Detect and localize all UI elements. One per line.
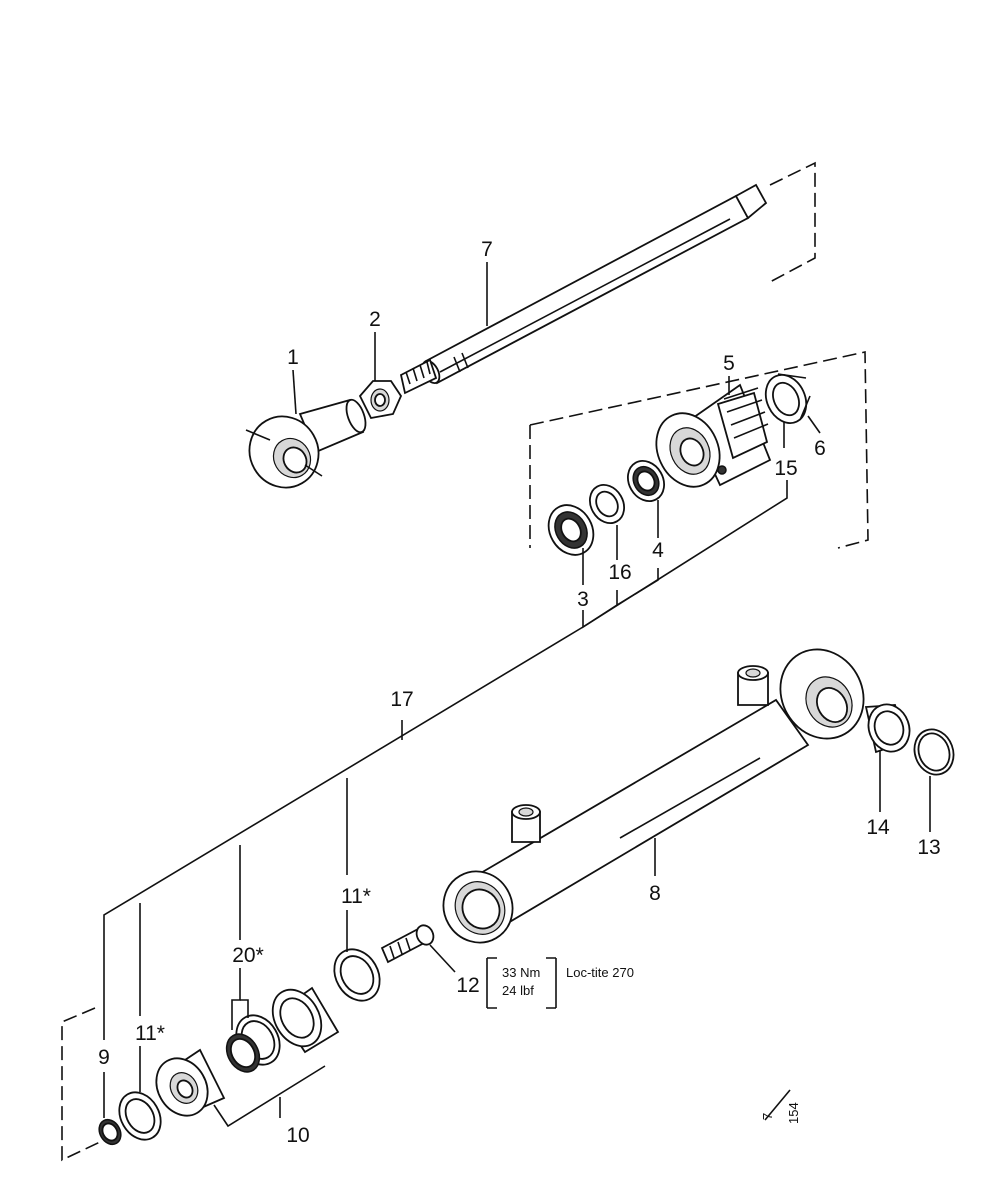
- torque-spec: 33 Nm 24 lbf Loc-tite 270: [502, 965, 634, 998]
- leader-lines: [103, 262, 931, 1128]
- kit-bracket-lower: [61, 1007, 101, 1162]
- label-17: 17: [390, 688, 413, 711]
- cylinder-tube: [442, 648, 865, 944]
- seal-group-lower: [98, 948, 381, 1146]
- rod-guide: [655, 383, 772, 488]
- label-4: 4: [652, 539, 664, 562]
- label-8: 8: [649, 882, 661, 905]
- label-9: 9: [98, 1046, 110, 1069]
- rod-bracket: [769, 161, 816, 283]
- label-10: 10: [286, 1124, 309, 1147]
- label-13: 13: [917, 836, 940, 859]
- wiper-seal: [764, 373, 811, 424]
- torque-nm: 33 Nm: [502, 965, 540, 980]
- figure-number: 7 154: [760, 1102, 801, 1124]
- label-20: 20*: [232, 944, 264, 967]
- label-6: 6: [814, 437, 826, 460]
- adhesive-note: Loc-tite 270: [566, 965, 634, 980]
- piston-rod: [399, 183, 768, 395]
- label-5: 5: [723, 352, 735, 375]
- label-1: 1: [287, 346, 299, 369]
- label-16: 16: [608, 561, 631, 584]
- torque-lbf: 24 lbf: [502, 983, 534, 998]
- piston-bolt: [380, 924, 435, 964]
- label-11-upper: 11*: [341, 885, 371, 908]
- nut: [358, 380, 403, 420]
- bushing: [864, 703, 911, 754]
- seal-group-upper: [547, 460, 665, 556]
- kit-bracket-upper: [529, 351, 869, 549]
- circlip: [913, 728, 955, 776]
- label-7: 7: [481, 238, 493, 261]
- part-labels: 1 2 3 4 5 6 7 8 9 10 11* 11* 12 13 14 15…: [98, 238, 941, 1147]
- figure-denominator: 154: [786, 1102, 801, 1124]
- label-2: 2: [369, 308, 381, 331]
- label-14: 14: [866, 816, 890, 839]
- rod-eye: [245, 398, 367, 489]
- figure-numerator: 7: [760, 1113, 775, 1120]
- label-12: 12: [456, 974, 479, 997]
- label-15: 15: [774, 457, 797, 480]
- label-3: 3: [577, 588, 589, 611]
- label-11-lower: 11*: [135, 1022, 165, 1045]
